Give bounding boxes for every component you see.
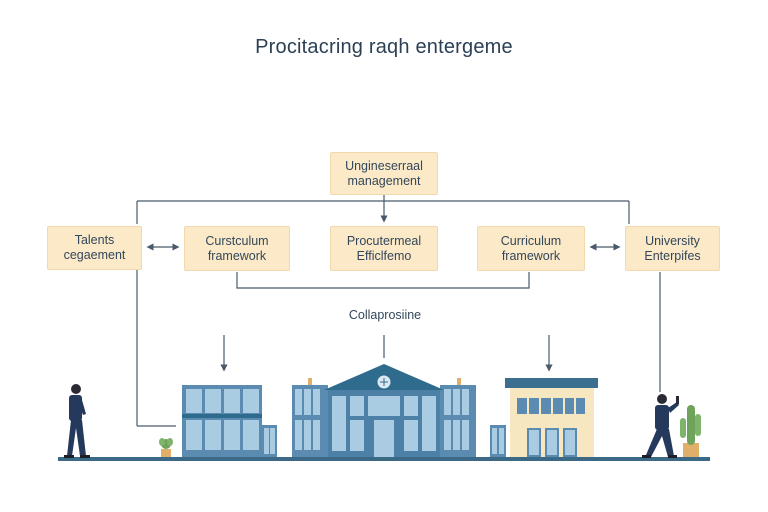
- curriculum-left-line1: Curstculum: [205, 233, 269, 248]
- curriculum-box-left: Curstculum framework: [184, 226, 290, 271]
- curriculum-left-line2: framework: [207, 248, 267, 263]
- university-box: University Enterpifes: [625, 226, 720, 271]
- university-box-line1: University: [645, 233, 700, 248]
- talents-box-line1: Talents: [74, 233, 115, 247]
- talents-box-line2: cegaement: [63, 248, 126, 262]
- businessman-with-phone-icon: [642, 394, 679, 458]
- curriculum-box-right: Curriculum framework: [477, 226, 585, 271]
- management-box: Ungineserraal management: [330, 152, 438, 195]
- curriculum-right-line2: framework: [501, 248, 561, 263]
- management-box-line1: Ungineserraal: [345, 158, 423, 173]
- procurement-box-line1: Procutermeal: [346, 233, 422, 248]
- cactus-icon: [680, 405, 701, 457]
- left-office-building: [182, 385, 277, 457]
- center-university-building: [292, 364, 506, 457]
- diagram-title: Procitacring raqh entergeme: [255, 36, 513, 58]
- businessman-walking-icon: [64, 384, 90, 458]
- university-box-line2: Enterpifes: [644, 248, 701, 263]
- connector-lines: [136, 195, 661, 427]
- management-box-line2: management: [347, 173, 421, 188]
- curriculum-right-line1: Curriculum: [500, 233, 562, 248]
- right-enterprise-building: [505, 378, 598, 457]
- talents-box: Talents cegaement: [47, 226, 142, 270]
- ground-line: [58, 457, 710, 461]
- collaboration-bracket: [236, 272, 530, 289]
- procurement-box: Procutermeal Efficlfemo: [330, 226, 438, 271]
- procurement-box-line2: Efficlfemo: [356, 248, 412, 263]
- potted-plant-icon: [159, 438, 173, 457]
- collaboration-label: Collaprosiine: [348, 308, 422, 322]
